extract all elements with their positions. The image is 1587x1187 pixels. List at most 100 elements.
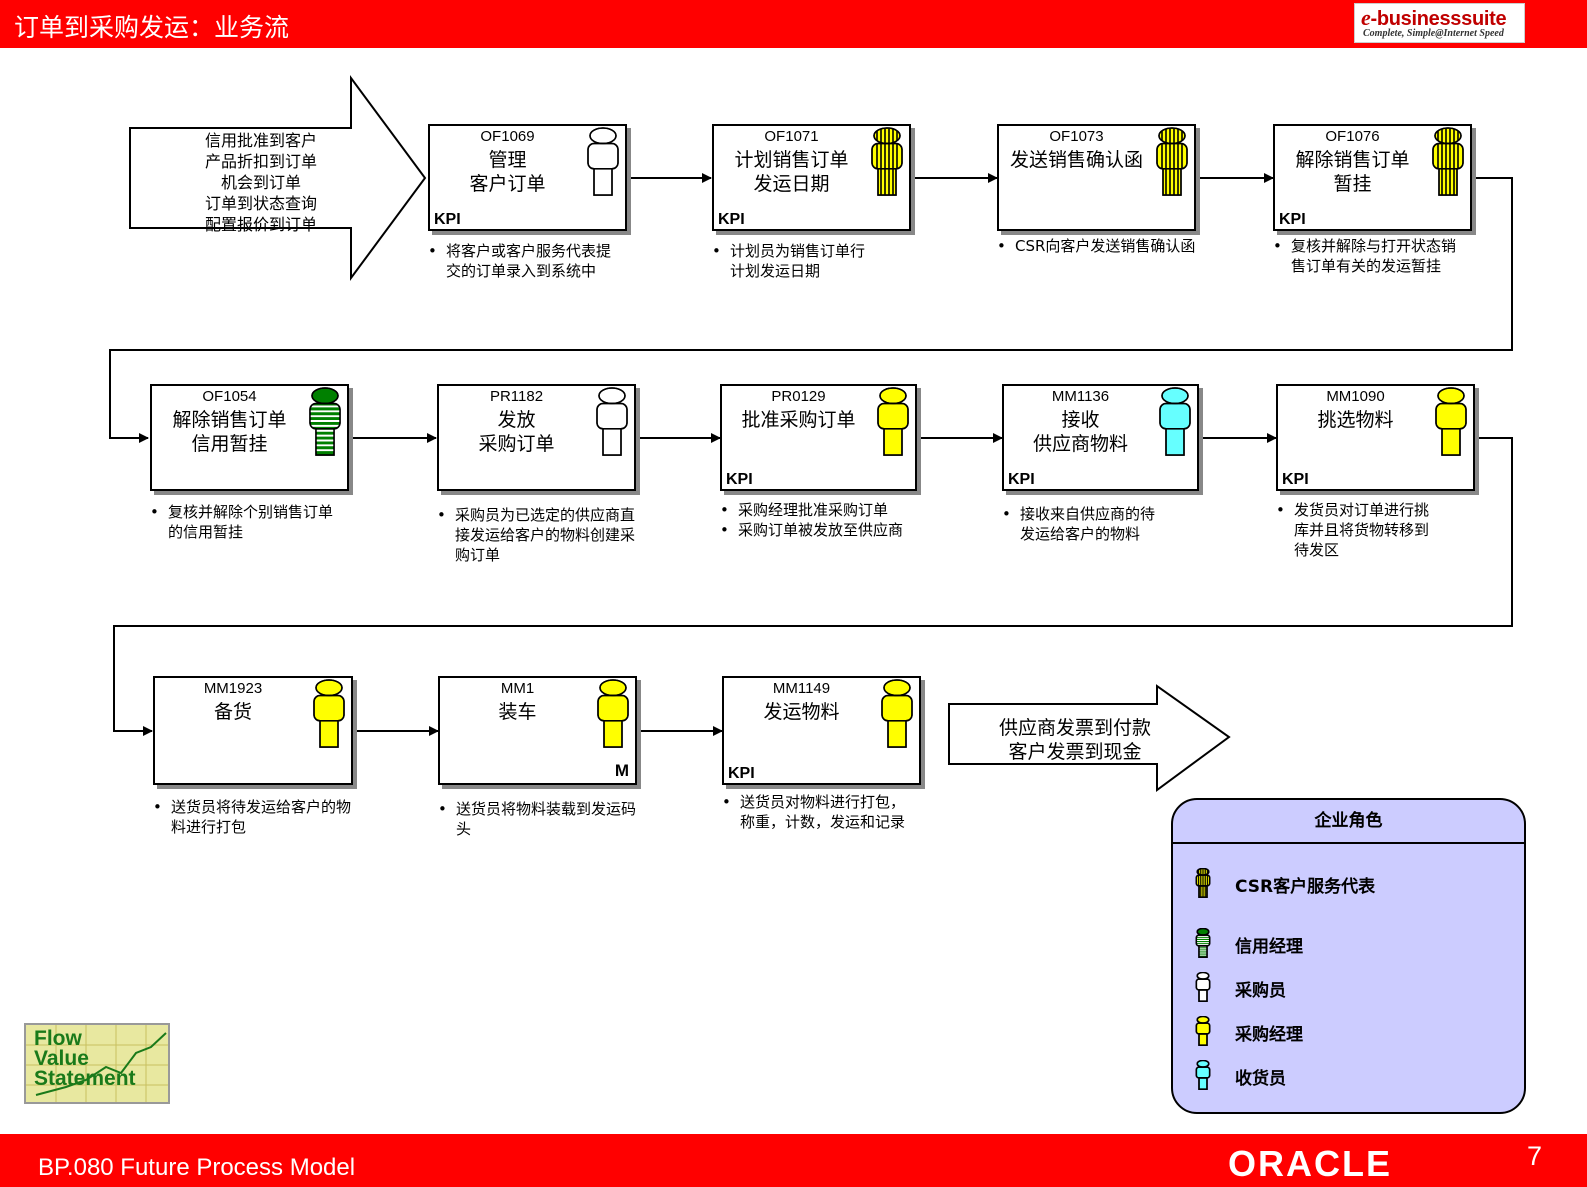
kpi-badge: KPI — [1008, 471, 1035, 488]
description-line: 头 — [456, 820, 472, 838]
description-line: 送货员将待发运给客户的物 — [171, 798, 352, 816]
step-description: 送货员对物料进行打包，称重，计数，发运和记录 — [722, 792, 905, 832]
logo-tagline: Complete, Simple@Internet Speed — [1363, 28, 1504, 39]
step-code: PR0129 — [771, 388, 826, 405]
receiver-role-icon — [1157, 387, 1193, 462]
description-line: 将客户或客户服务代表提 — [446, 242, 612, 260]
step-code: MM1090 — [1326, 388, 1385, 405]
input-processes: 信用批准到客户 产品折扣到订单 机会到订单 订单到状态查询 配置报价到订单 — [204, 131, 317, 234]
step-description: CSR向客户发送销售确认函 — [997, 236, 1195, 256]
step-code: MM1923 — [203, 680, 263, 697]
kpi-badge: KPI — [718, 211, 745, 228]
description-line: 售订单有关的发运暂挂 — [1291, 257, 1442, 275]
step-name: 解除销售订单 — [1295, 149, 1410, 171]
footer-document-title: BP.080 Future Process Model — [38, 1154, 356, 1181]
connector — [109, 177, 1513, 443]
step-name: 发送销售确认函 — [1009, 149, 1143, 171]
step-code: OF1054 — [202, 388, 257, 405]
description-line: 库并且将货物转移到 — [1294, 521, 1430, 539]
manual-badge: M — [614, 761, 629, 780]
legend-item-label: 采购经理 — [1235, 1025, 1303, 1045]
description-line: 送货员对物料进行打包， — [740, 793, 906, 811]
process-step-mm1923: MM1923 备货 — [153, 676, 353, 785]
oracle-logo: ORACLE — [1228, 1143, 1392, 1184]
step-name: 暂挂 — [1333, 173, 1372, 195]
step-name: 装车 — [498, 701, 537, 723]
process-step-pr0129: PR0129 批准采购订单 KPI — [720, 384, 917, 491]
chart-logo-graphic — [26, 1025, 168, 1102]
step-name: 批准采购订单 — [741, 409, 856, 431]
kpi-badge: KPI — [728, 765, 755, 782]
manager-legend-icon — [1195, 1015, 1211, 1051]
description-line: 计划发运日期 — [730, 262, 821, 280]
step-name: 采购订单 — [478, 433, 555, 455]
fvs-line: Flow — [34, 1027, 82, 1050]
description-line: 发货员对订单进行挑 — [1294, 501, 1430, 519]
step-name: 管理 — [488, 149, 527, 171]
description-line: 接发运给客户的物料创建采 — [455, 526, 636, 544]
process-step-of1073: OF1073 发送销售确认函 — [997, 124, 1196, 231]
buyer-role-icon — [585, 127, 621, 202]
description-line: 复核并解除与打开状态销 — [1291, 237, 1457, 255]
ebusiness-suite-logo: e-businesssuite Complete, Simple@Interne… — [1354, 3, 1525, 43]
kpi-badge: KPI — [726, 471, 753, 488]
step-name: 供应商物料 — [1032, 433, 1128, 455]
step-name: 计划销售订单 — [734, 149, 849, 171]
description-line: 交的订单录入到系统中 — [446, 262, 597, 280]
flow-value-statement-logo: Flow Value Statement — [24, 1023, 170, 1104]
step-code: MM1149 — [772, 680, 831, 697]
input-arrow — [129, 74, 427, 282]
step-code: OF1071 — [764, 128, 819, 145]
buyer-legend-icon — [1195, 971, 1211, 1007]
description-line: 购订单 — [455, 546, 501, 564]
buyer-role-icon — [594, 387, 630, 462]
description-line: 送货员将物料装载到发运码 — [456, 800, 637, 818]
fvs-line: Statement — [34, 1067, 136, 1090]
legend-item-label: CSR客户服务代表 — [1235, 877, 1376, 897]
manager-role-icon — [311, 679, 347, 754]
csr-role-icon — [1154, 127, 1190, 202]
receiver-legend-icon — [1195, 1059, 1211, 1095]
step-name: 信用暂挂 — [191, 433, 268, 455]
description-line: 接收来自供应商的待 — [1020, 505, 1156, 523]
description-line: 复核并解除个别销售订单 — [168, 503, 334, 521]
process-step-of1076: OF1076 解除销售订单暂挂 KPI — [1273, 124, 1472, 231]
step-code: MM1 — [500, 680, 535, 697]
step-name: 备货 — [213, 701, 252, 723]
description-line: 送货员对物料进行打包，称重，计数，发运和记录 — [722, 792, 905, 832]
description-line: 采购经理批准采购订单 — [720, 500, 903, 520]
credit-role-icon — [307, 387, 343, 462]
step-code: OF1073 — [1049, 128, 1104, 145]
output-processes: 供应商发票到付款 客户发票到现金 — [998, 717, 1151, 763]
legend-item-label: 收货员 — [1235, 1069, 1286, 1089]
description-line: 料进行打包 — [171, 818, 247, 836]
logo-wordmark: e-businesssuite — [1361, 5, 1507, 30]
step-code: OF1076 — [1325, 128, 1380, 145]
step-name: 挑选物料 — [1317, 409, 1394, 431]
description-line: 的信用暂挂 — [168, 523, 244, 541]
description-line: 采购员为已选定的供应商直 — [455, 506, 636, 524]
manager-role-icon — [875, 387, 911, 462]
kpi-badge: KPI — [1279, 211, 1306, 228]
step-name: 接收 — [1061, 409, 1100, 431]
header-bar — [0, 0, 1587, 48]
manager-role-icon — [595, 679, 631, 754]
